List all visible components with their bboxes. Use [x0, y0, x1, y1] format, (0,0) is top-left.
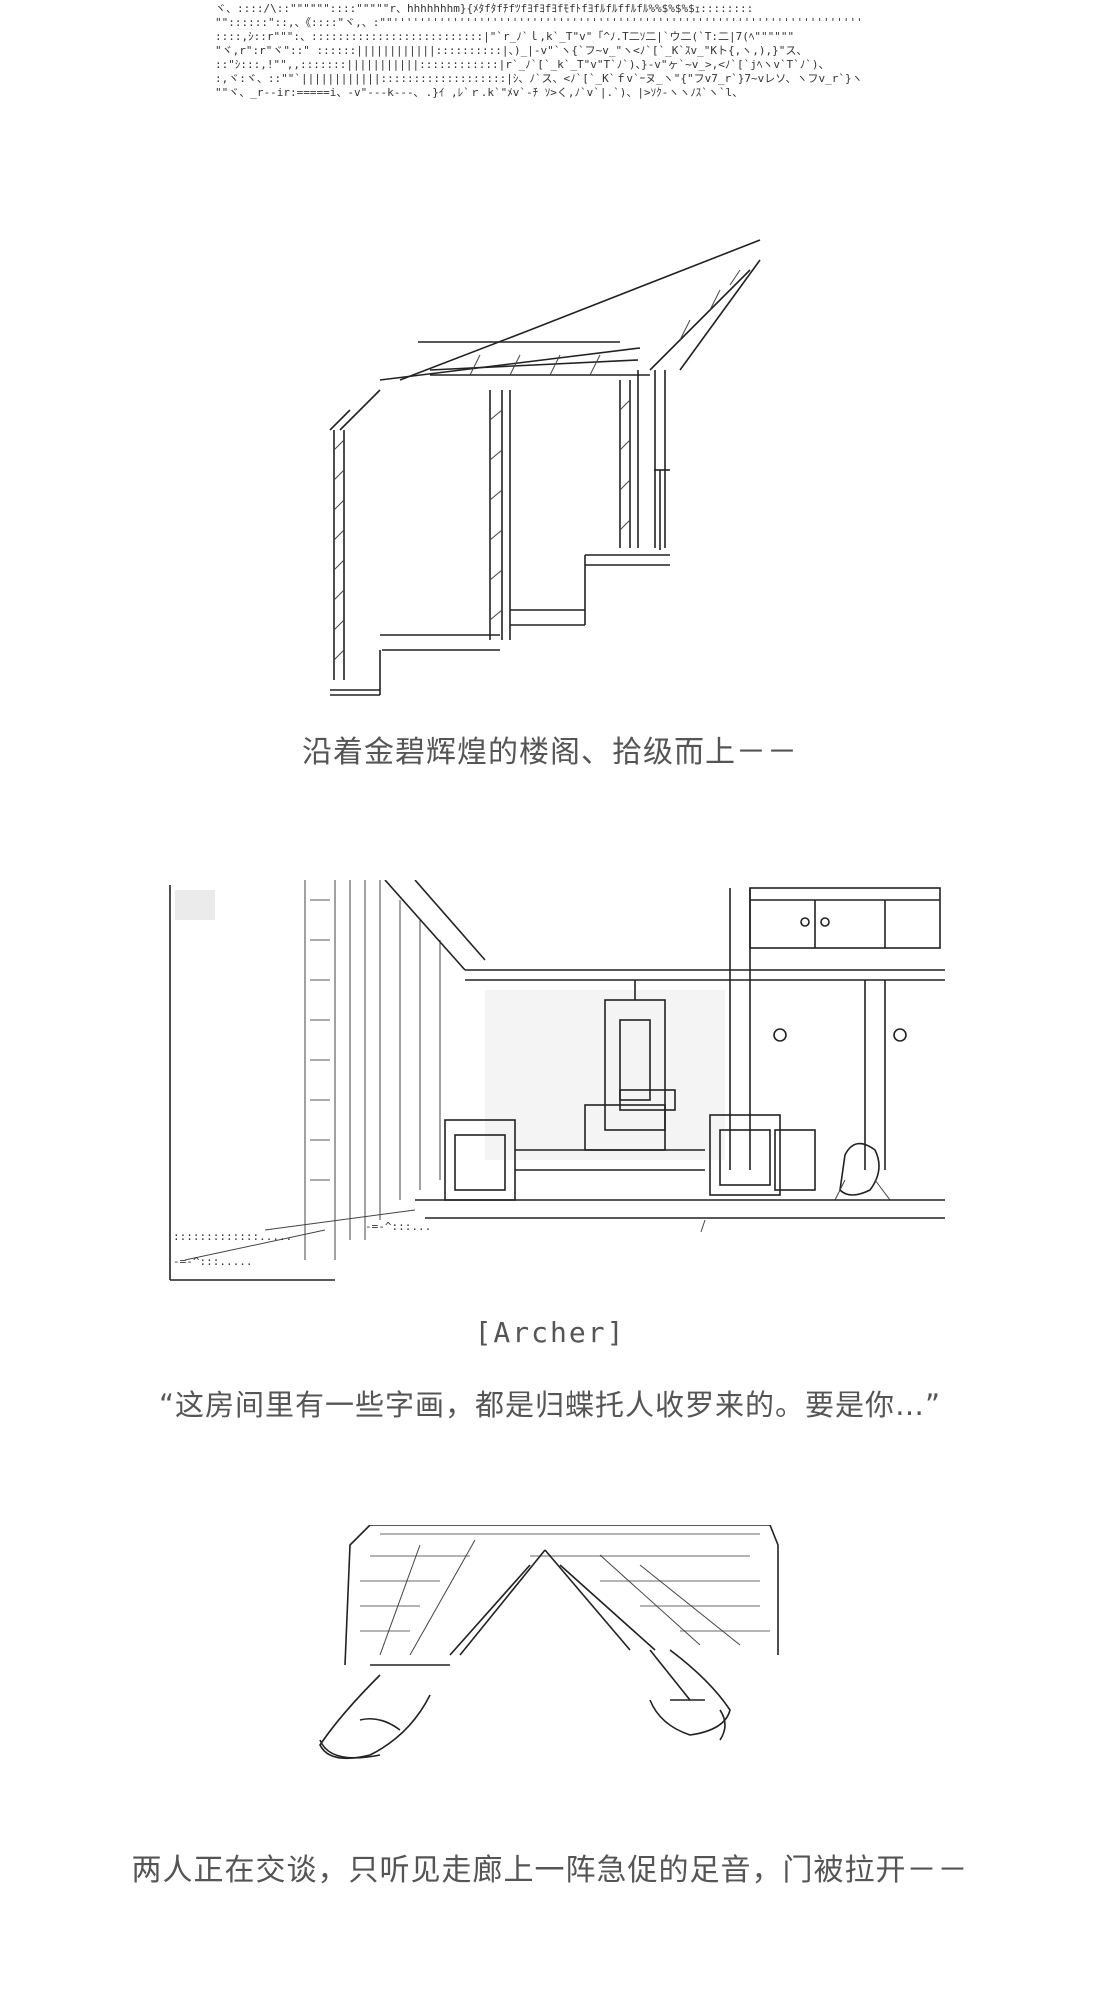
svg-text::,ヾ:ヾ、::""`||||||||||||:::::::: :,ヾ:ヾ、::""`||||||||||||:::::::::::::::::… — [215, 72, 863, 85]
room-art: :::::::::::::..... -=-^:::..... -=-^:::.… — [165, 880, 945, 1300]
svg-text:""::::::"::,、《::::"ヾ,、:""''''': ""::::::"::,、《::::"ヾ,、:""'''''''''''''''… — [215, 16, 865, 29]
footsteps-caption: 两人正在交谈，只听见走廊上一阵急促的足音，门被拉开－－ — [131, 1853, 969, 1888]
stairs-panel — [0, 230, 1100, 730]
svg-text:::"ｼ:::,!"",,:::::::||||||||||: ::"ｼ:::,!"",,:::::::|||||||||||:::::::::… — [215, 58, 830, 71]
legs-art — [300, 1525, 800, 1825]
speaker-label: [Archer] — [474, 1316, 626, 1349]
svg-text:-=-^:::...: -=-^:::... — [365, 1220, 431, 1233]
svg-text:""ヾ、_r--ir:=====i、-v"---k---､: ""ヾ、_r--ir:=====i、-v"---k---､ .}ｲ ,ﾚ`ｒ.k… — [215, 86, 743, 99]
stairs-art — [320, 230, 790, 700]
svg-text:"ヾ,r":r"ヾ"::" ::::::||||||||||: "ヾ,r":r"ヾ"::" ::::::||||||||||||::::::::… — [215, 44, 807, 57]
svg-text:ヾ、::::/\::""""""::::"""""r、hhh: ヾ、::::/\::""""""::::"""""r、hhhhhhhm}{ﾒﾀf… — [215, 2, 753, 15]
svg-text:::::,ｼ::r""":、::::::::::::::::: ::::,ｼ::r""":、::::::::::::::::::::::::::… — [215, 30, 794, 43]
dialogue-caption: “这房间里有一些字画，都是归蝶托人收罗来的。要是你…” — [158, 1388, 942, 1422]
top-ascii-art: ヾ、::::/\::""""""::::"""""r、hhhhhhhm}{ﾒﾀf… — [0, 0, 1100, 135]
svg-text::::::::::::::.....: :::::::::::::..... — [173, 1230, 292, 1243]
top-art-canvas: ヾ、::::/\::""""""::::"""""r、hhhhhhhm}{ﾒﾀf… — [215, 0, 865, 130]
stairs-caption: 沿着金碧辉煌的楼阁、拾级而上－－ — [302, 735, 798, 770]
svg-text:-=-^:::.....: -=-^:::..... — [173, 1255, 252, 1268]
room-panel: :::::::::::::..... -=-^:::..... -=-^:::.… — [0, 880, 1100, 1310]
legs-panel — [0, 1525, 1100, 1835]
